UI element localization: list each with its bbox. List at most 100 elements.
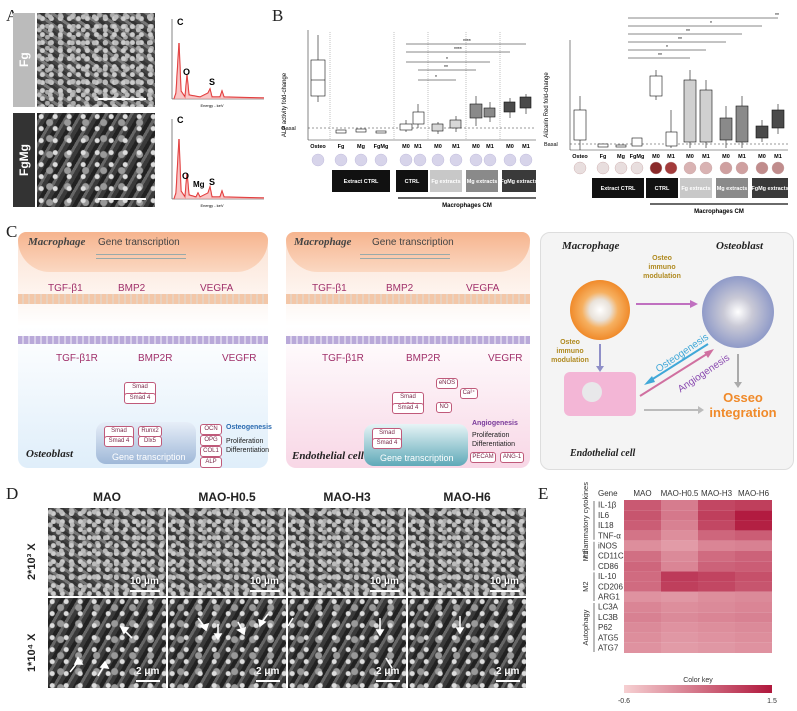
- eds-peak-label: C: [177, 17, 184, 27]
- calcium-pill: Ca²⁺: [460, 388, 478, 399]
- heatmap-cell: [735, 571, 772, 582]
- receptor-tgf-b1r: TGF-β1R: [56, 353, 98, 364]
- dna-strand: [96, 254, 186, 259]
- heatmap-cell: [661, 520, 698, 531]
- macrophage-membrane: [18, 232, 268, 272]
- heatmap-row-label: IL-1β: [598, 501, 617, 510]
- heatmap-cell: [698, 510, 735, 521]
- scale-label: 2 μm: [256, 666, 280, 677]
- heatmap-cell: [661, 561, 698, 572]
- sem-image-mao-h6-low: [408, 508, 526, 596]
- heatmap-cell: [735, 561, 772, 572]
- heatmap-row-label: ATG7: [598, 643, 619, 652]
- condition-label: M1: [667, 154, 675, 160]
- color-key-title: Color key: [683, 677, 713, 684]
- heatmap-row-label: IL18: [598, 521, 614, 530]
- macrophage-cell-icon: [570, 280, 630, 340]
- significance-label: ****: [454, 47, 462, 53]
- condition-label: M1: [774, 154, 782, 160]
- heatmap-cell: [624, 581, 661, 592]
- heatmap-cell: [735, 510, 772, 521]
- heatmap-row-label: IL-10: [598, 572, 617, 581]
- marker-pill-opg: OPG: [200, 435, 222, 446]
- sample-tab-fgmg-label: FgMg: [17, 144, 31, 176]
- heatmap-cell: [624, 551, 661, 562]
- heatmap-cell: [735, 530, 772, 541]
- heatmap-cell: [698, 540, 735, 551]
- condition-label: Osteo: [310, 144, 326, 150]
- heatmap-cell: [661, 510, 698, 521]
- heatmap-cell: [624, 591, 661, 602]
- heatmap-cell: [661, 581, 698, 592]
- ligand-tgf-b1: TGF-β1: [312, 283, 347, 294]
- condition-label: FgMg: [374, 144, 389, 150]
- cell-membrane-band: [286, 336, 530, 344]
- prolif-diff-label: Proliferation Differentiation: [472, 432, 516, 448]
- heatmap-cell: [735, 632, 772, 643]
- sem-image-mao-low: [48, 508, 166, 596]
- receptor-bmp2r: BMP2R: [138, 353, 173, 364]
- condition-label: M0: [686, 154, 694, 160]
- eds-spectrum-fgmg: C O Mg S Energy - keV: [171, 115, 265, 208]
- heatmap-cell: [735, 540, 772, 551]
- heatmap-cell: [698, 530, 735, 541]
- heatmap-cell: [624, 612, 661, 623]
- heatmap-cell: [735, 612, 772, 623]
- heatmap-cell: [624, 642, 661, 653]
- significance-label: **: [658, 53, 662, 59]
- group-label-fgmg: FgMg extracts: [751, 186, 788, 192]
- group-label-fgmg: FgMg extracts: [500, 179, 537, 185]
- heatmap-cell: [661, 632, 698, 643]
- heatmap-cell: [624, 540, 661, 551]
- heatmap-cell: [661, 642, 698, 653]
- gene-transcription-title: Gene transcription: [98, 237, 180, 248]
- endothelial-title: Endothelial cell: [292, 450, 364, 462]
- heatmap-cell: [735, 591, 772, 602]
- receptor-vegfr: VEGFR: [222, 353, 257, 364]
- heatmap-row-label: ARG1: [598, 592, 620, 601]
- heatmap-cell: [698, 520, 735, 531]
- heatmap-cell: [698, 591, 735, 602]
- condition-label: M0: [506, 144, 514, 150]
- heatmap-group-label: M1: [581, 551, 590, 561]
- heatmap-gene-header: Gene: [598, 489, 618, 498]
- scale-label: 2 μm: [496, 666, 520, 677]
- heatmap-cell: [698, 500, 735, 511]
- sem-image-mao-h05-high: [168, 598, 286, 688]
- dlx5-pill: Dlx5: [138, 436, 162, 447]
- pecam-pill: PECAM: [470, 452, 496, 463]
- heatmap-cell: [698, 581, 735, 592]
- group-label-ctrl: CTRL: [405, 179, 420, 185]
- heatmap-cell: [661, 500, 698, 511]
- condition-label: Mg: [357, 144, 365, 150]
- sample-tab-fg: Fg: [13, 13, 35, 107]
- condition-label: M1: [738, 154, 746, 160]
- sample-tab-fgmg: FgMg: [13, 113, 35, 207]
- ligand-vegfa: VEGFA: [200, 283, 234, 294]
- eds-peak-label: O: [182, 171, 189, 181]
- scale-label: 10 μm: [130, 576, 159, 587]
- heatmap-row-label: ATG5: [598, 633, 619, 642]
- scale-bar: [496, 680, 520, 682]
- heatmap-cell: [735, 622, 772, 633]
- sem-image-mao-h05-low: [168, 508, 286, 596]
- heatmap-cell: [624, 571, 661, 582]
- heatmap-cell: [624, 602, 661, 613]
- no-pill: NO: [436, 402, 452, 413]
- gene-transcription-label: Gene transcription: [112, 452, 186, 462]
- membrane-band: [286, 294, 530, 304]
- condition-label: M0: [758, 154, 766, 160]
- scale-bar: [98, 198, 146, 200]
- eds-axis-label: Energy - keV: [200, 103, 223, 108]
- osteo-immuno-left-label: Osteo immuno modulation: [551, 339, 589, 364]
- heatmap-cell: [624, 510, 661, 521]
- condition-label: M1: [452, 144, 460, 150]
- sem-image-mao-h6-high: [408, 598, 526, 688]
- summary-diagram-panel: [540, 232, 794, 470]
- eds-peak-label: O: [183, 67, 190, 77]
- angiogenesis-label: Angiogenesis: [472, 420, 518, 427]
- scale-label: 10 μm: [370, 576, 399, 587]
- alizarin-y-axis-label: Alizarin Red fold-change: [544, 72, 550, 138]
- heatmap-cell: [698, 551, 735, 562]
